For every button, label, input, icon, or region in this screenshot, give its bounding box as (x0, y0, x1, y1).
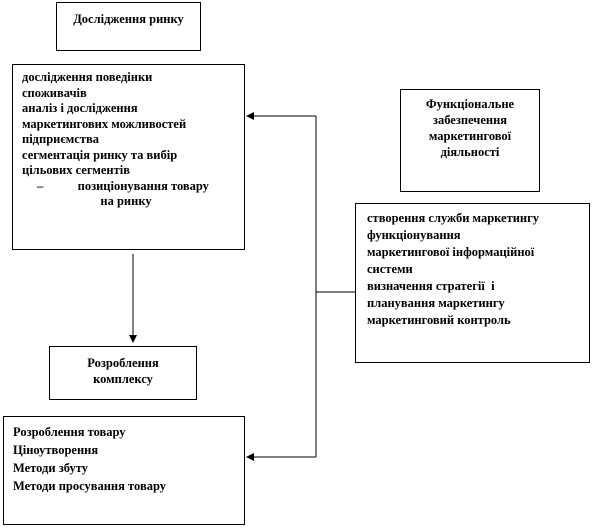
complex-element-line: Розроблення товару (13, 425, 126, 439)
research-task-line: споживачів (22, 85, 87, 100)
functional-support-box: Функціональне забезпечення маркетингової… (400, 89, 540, 192)
research-task-line: дослідження поведінки (22, 70, 153, 84)
complex-development-box: Розроблення комплексу (49, 346, 197, 400)
functional-support-title: Функціональне забезпечення маркетингової… (425, 97, 515, 159)
research-task-line: сегментація ринку та вибір (22, 147, 178, 162)
functional-task-line: функціонування (367, 228, 461, 242)
complex-element-line: Методи просування товару (13, 479, 166, 493)
market-research-box: Дослідження ринку (56, 2, 201, 51)
research-tasks-box: дослідження поведінки споживачів аналіз … (12, 64, 245, 250)
complex-elements-box: Розроблення товару Ціноутворення Методи … (3, 416, 245, 525)
functional-task-line: системи (367, 262, 413, 276)
functional-task-line: планування маркетингу (367, 296, 505, 310)
research-task-line: маркетингових можливостей (22, 116, 187, 131)
complex-element-line: Ціноутворення (13, 443, 99, 457)
research-task-line: аналіз і дослідження (22, 101, 138, 115)
complex-element-line: Методи збуту (13, 461, 88, 475)
functional-task-line: створення служби маркетингу (367, 211, 540, 225)
functional-tasks-box: створення служби маркетингу функціонуван… (355, 203, 590, 363)
functional-task-line: маркетингової інформаційної (367, 245, 535, 259)
research-task-line: – позиціонування товару (37, 178, 209, 193)
research-task-line: на ринку (100, 194, 152, 208)
research-task-line: підприємства (22, 132, 99, 146)
complex-development-title: Розроблення комплексу (87, 356, 159, 386)
functional-task-line: маркетинговий контроль (367, 313, 511, 327)
functional-task-line: визначення стратегії і (367, 279, 495, 293)
research-task-line: цільових сегментів (22, 163, 130, 177)
market-research-title: Дослідження ринку (73, 12, 184, 26)
